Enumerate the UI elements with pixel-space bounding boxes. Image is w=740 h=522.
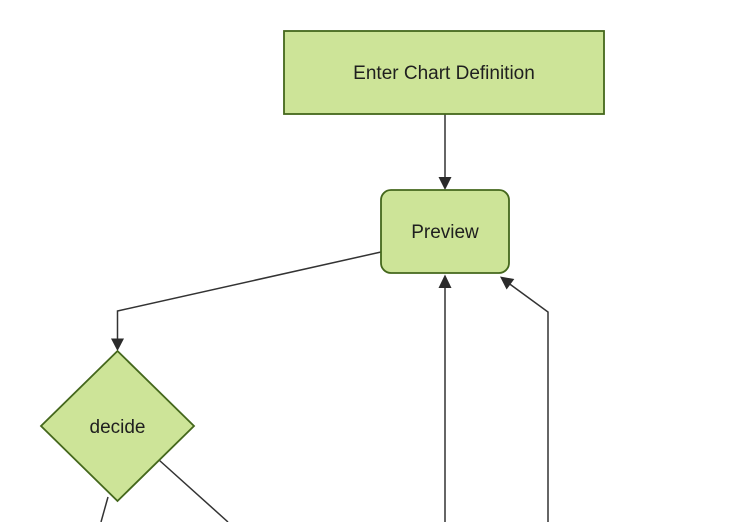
node-enter-chart-definition: Enter Chart Definition [283,30,605,115]
edge-preview-to-decide-arrowhead [111,338,124,351]
node-preview-label: Preview [411,222,479,243]
edge-from-decide-bottom-left-line [100,496,109,522]
edge-to-preview-from-bottom-arrowhead [438,274,452,288]
edge-preview-to-decide-line [116,251,382,341]
node-decide: decide [39,349,196,503]
edge-to-preview-from-bottom-right-arrowhead [500,276,515,290]
edge-from-decide-bottom-right-line [158,459,229,522]
node-preview-shape [380,189,510,274]
node-preview: Preview [380,189,510,274]
edge-to-preview-from-bottom-right-line [508,282,549,522]
edge-to-preview-from-bottom-right [500,276,549,522]
node-decide-label: decide [90,417,146,438]
node-enter-chart-definition-label: Enter Chart Definition [353,63,535,84]
edge-from-decide-bottom-right [158,459,229,522]
edge-enter-to-preview [438,114,452,190]
edge-to-preview-from-bottom [438,274,452,522]
node-decide-shape [39,349,196,503]
node-enter-chart-definition-shape [283,30,605,115]
edge-from-decide-bottom-left [100,496,109,522]
edge-enter-to-preview-arrowhead [438,177,452,190]
edge-preview-to-decide [111,251,382,351]
